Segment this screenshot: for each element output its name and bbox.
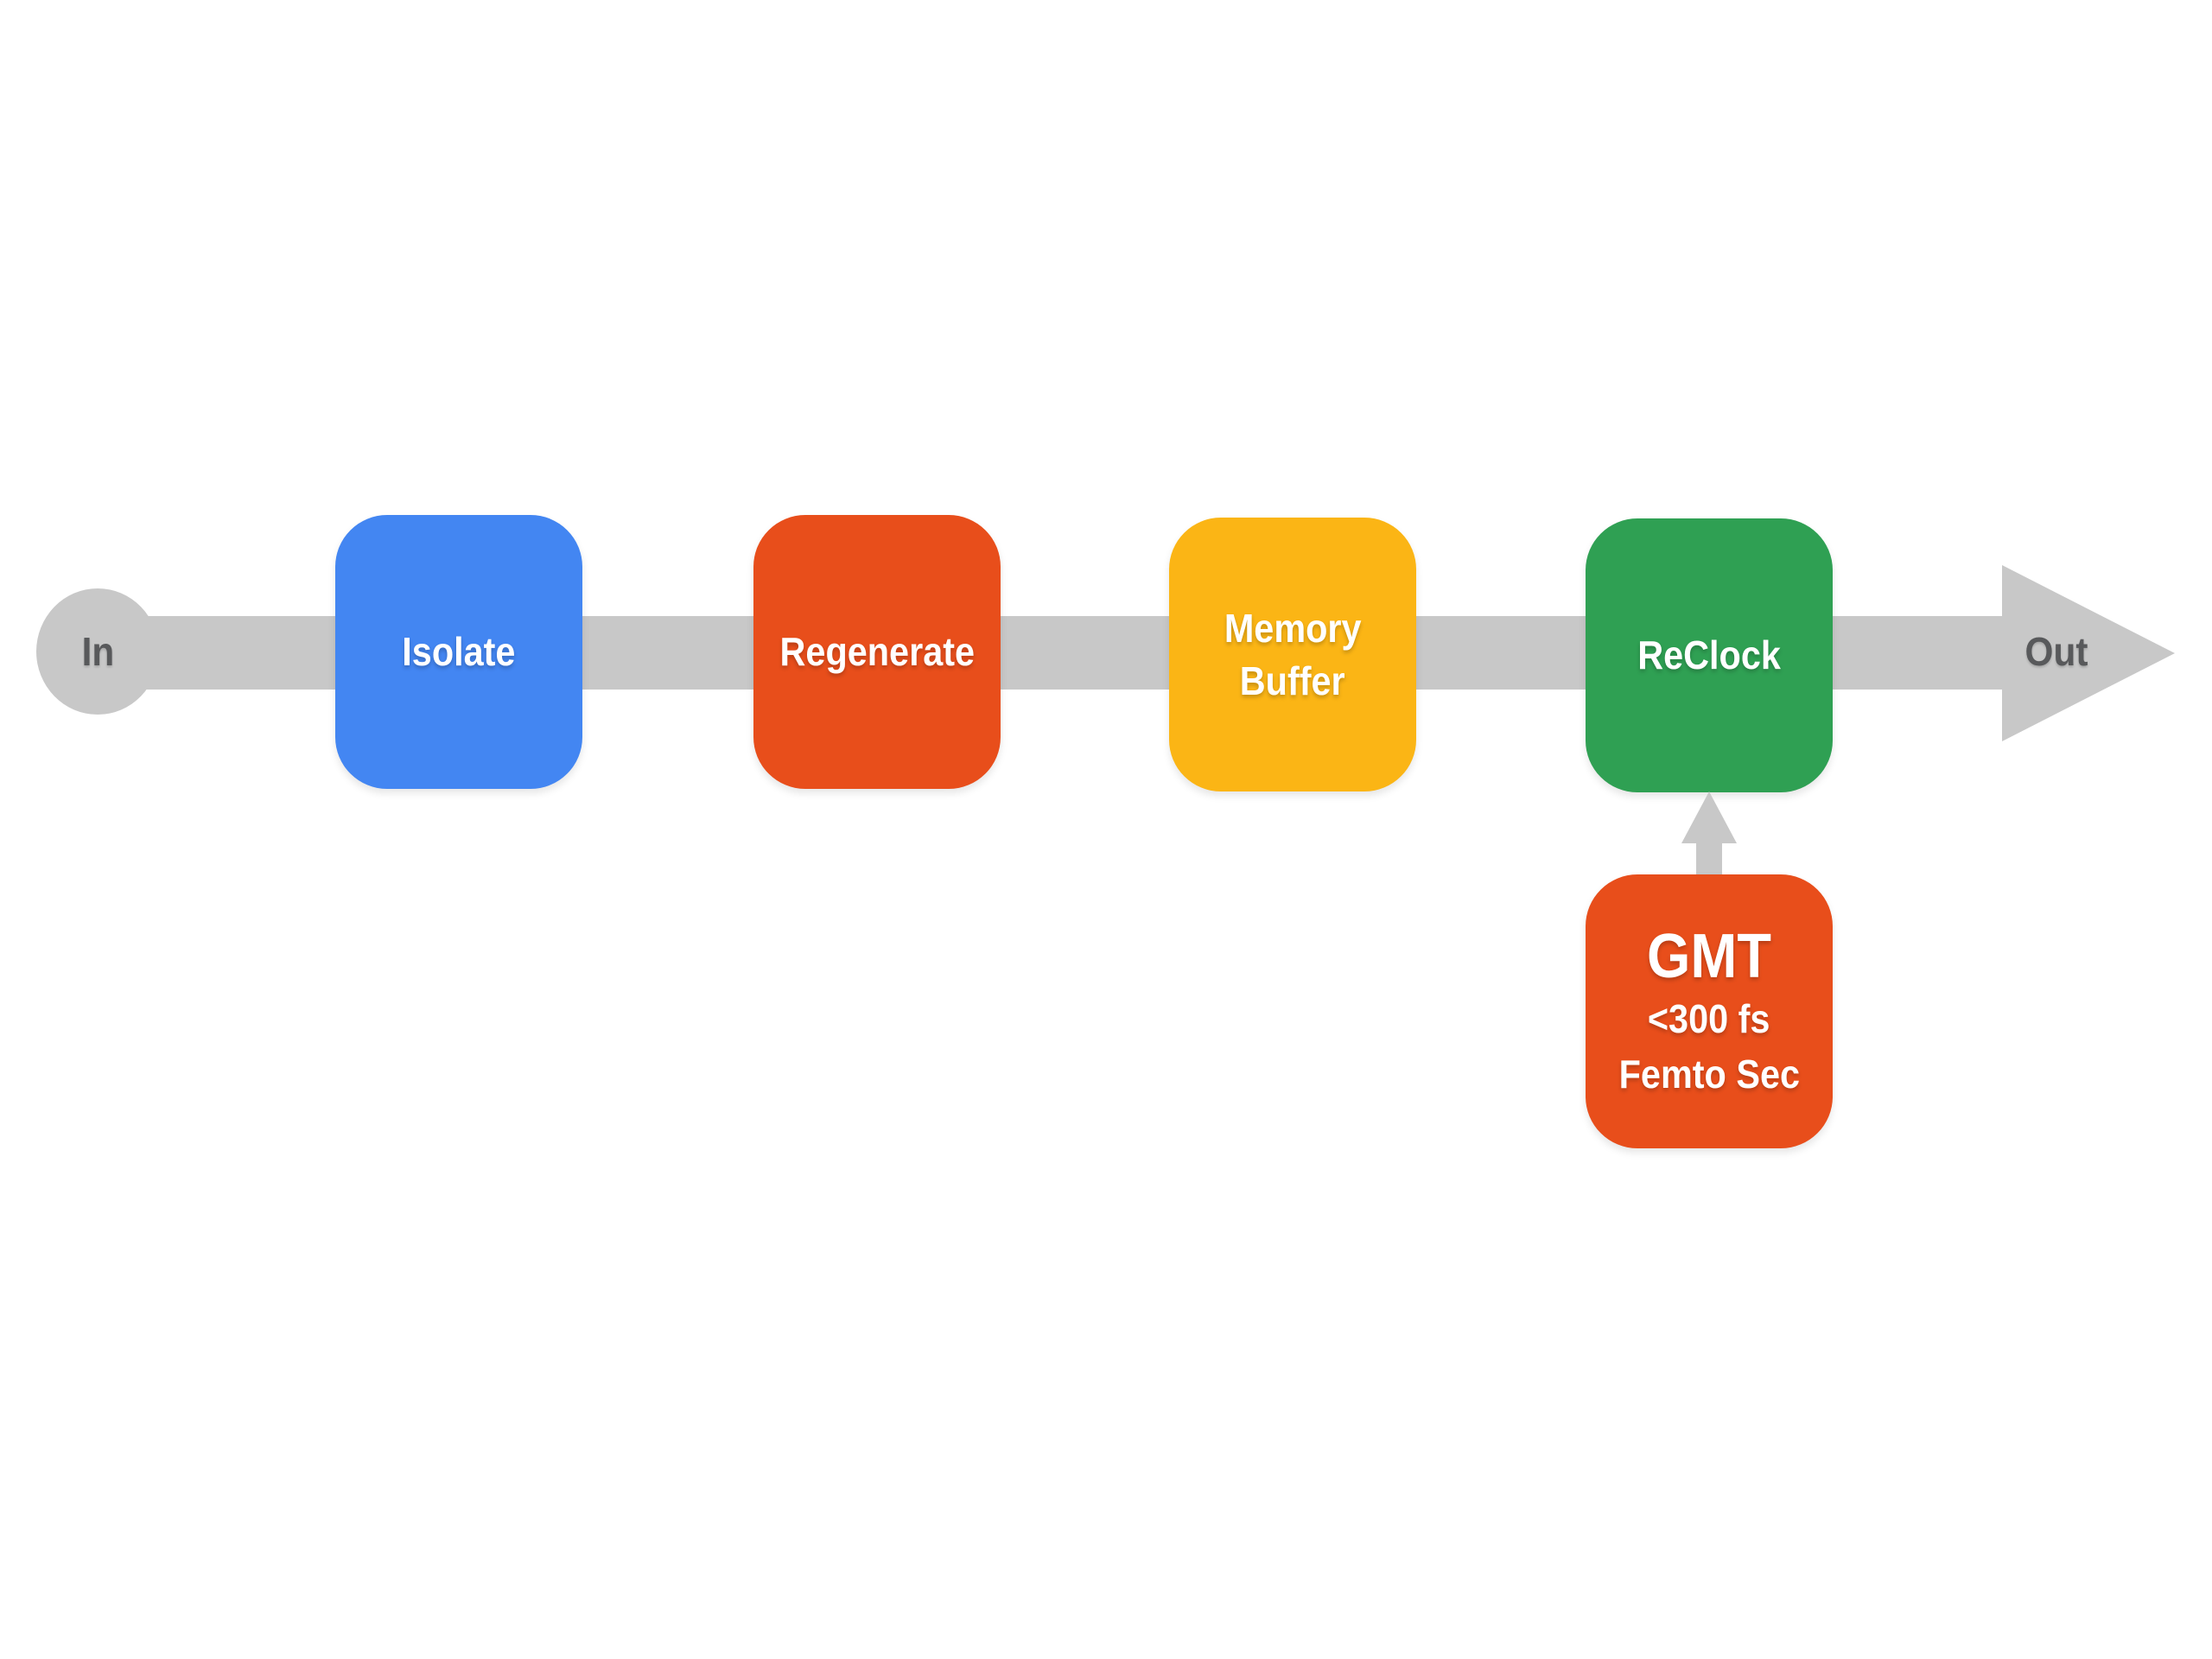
stage-memory-buffer-label-line1: Memory — [1224, 605, 1362, 651]
stage-isolate: Isolate — [335, 515, 582, 789]
clock-box-subtitle1: <300 fs — [1648, 995, 1770, 1041]
arrow-up-icon — [1681, 791, 1737, 843]
clock-box-subtitle2: Femto Sec — [1618, 1051, 1800, 1096]
clock-box-gmt: GMT <300 fs Femto Sec — [1586, 874, 1833, 1148]
input-label: In — [81, 629, 114, 674]
stage-regenerate-label: Regenerate — [779, 629, 975, 674]
clock-box-title: GMT — [1647, 921, 1771, 991]
stage-memory-buffer-label-line2: Buffer — [1240, 658, 1345, 703]
output-label: Out — [2024, 629, 2088, 674]
stage-reclock: ReClock — [1586, 518, 1833, 792]
stage-reclock-label: ReClock — [1637, 632, 1781, 677]
clock-connector-shaft — [1696, 842, 1722, 878]
stage-regenerate: Regenerate — [753, 515, 1001, 789]
clock-connector-arrow — [1681, 791, 1737, 878]
stage-isolate-label: Isolate — [402, 629, 516, 674]
stage-memory-buffer: Memory Buffer — [1169, 518, 1416, 791]
input-node: In — [36, 588, 159, 715]
